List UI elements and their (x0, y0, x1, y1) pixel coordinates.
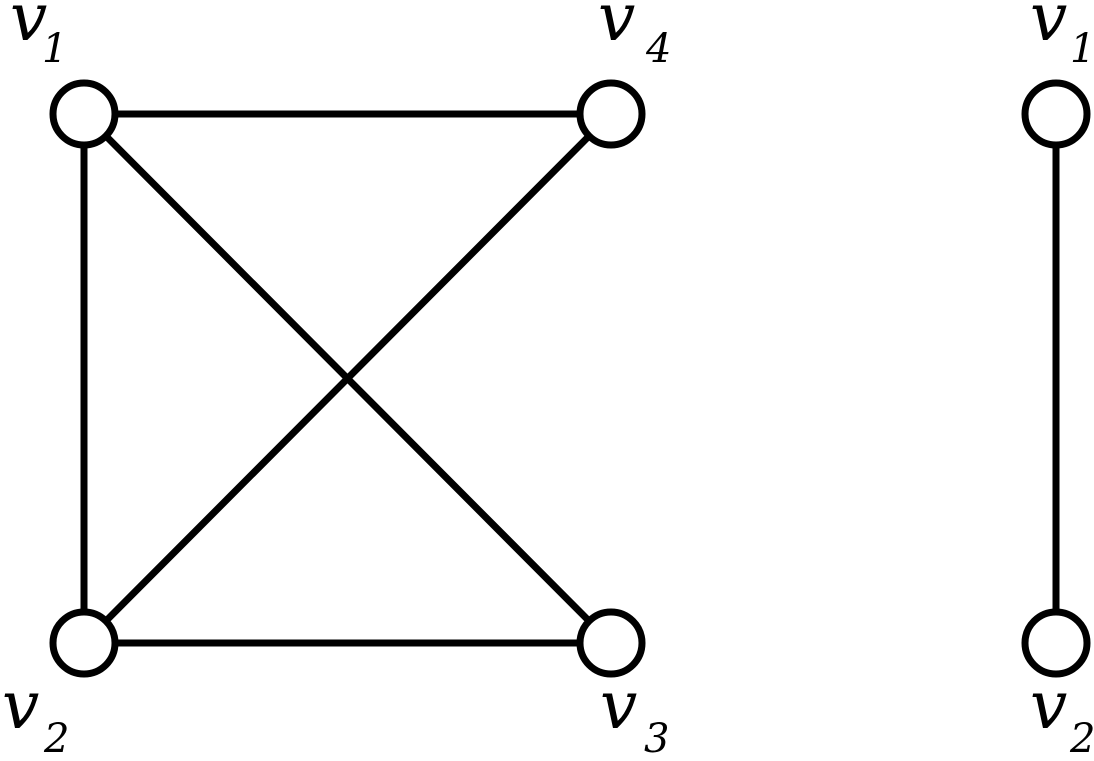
graph-left-edge-v2-v4 (102, 132, 593, 625)
graph-left-label-v1: v (10, 0, 47, 56)
graph-left-label-subscript-v1: 1 (42, 26, 67, 72)
graph-left-label-subscript-v3: 3 (644, 716, 669, 761)
vertices-layer (49, 79, 1091, 678)
graph-right-label-v1: v (1030, 0, 1067, 56)
graph-left-label-v3: v (600, 667, 637, 744)
graph-right-vertex-v2 (1021, 608, 1091, 678)
graph-right-label-subscript-v2: 2 (1069, 716, 1094, 761)
graph-right-vertex-v1 (1021, 79, 1091, 149)
graph-left-label-subscript-v4: 4 (645, 26, 671, 72)
graph-left-vertex-v1 (49, 79, 119, 149)
graph-left-label-v2: v (2, 667, 39, 744)
graph-right-label-subscript-v1: 1 (1070, 26, 1094, 72)
graph-right-label-v2: v (1030, 667, 1067, 744)
graph-left-vertex-v4 (576, 79, 646, 149)
graph-left-label-subscript-v2: 2 (43, 716, 69, 761)
graph-left-label-v4: v (598, 0, 635, 56)
graph-left-vertex-v2 (49, 608, 119, 678)
edges-layer (80, 110, 1060, 647)
graph-left-vertex-v3 (576, 608, 646, 678)
